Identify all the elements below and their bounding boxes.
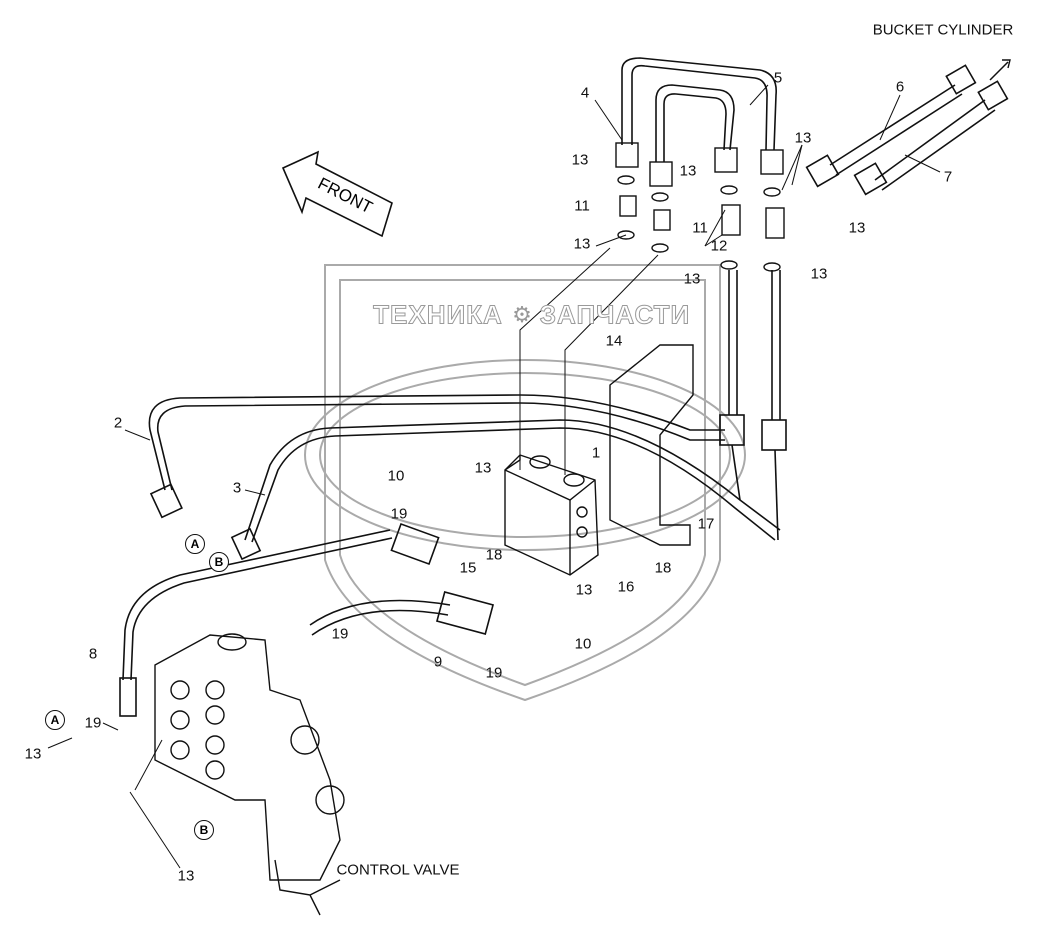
pipe-6-7 — [805, 64, 1009, 196]
pipe-4-5 — [621, 57, 777, 162]
callout: 11 — [574, 197, 590, 215]
callout: 13 — [575, 581, 593, 599]
callout: 19 — [84, 714, 102, 732]
bracket-14 — [609, 344, 694, 546]
callout: 13 — [177, 867, 195, 885]
watermark-right: ЗАПЧАСТИ — [539, 299, 691, 330]
connector-a: A — [45, 710, 65, 730]
callout: 11 — [692, 219, 708, 237]
callout: 13 — [24, 745, 42, 763]
control-valve — [154, 633, 345, 916]
callout: 14 — [605, 332, 623, 350]
callout: 5 — [773, 69, 783, 87]
callout: 19 — [390, 505, 408, 523]
fittings — [615, 142, 785, 272]
callout: 6 — [895, 78, 905, 96]
callout: 7 — [943, 168, 953, 186]
callout: 13 — [810, 265, 828, 283]
callout: 13 — [474, 459, 492, 477]
bucket-cylinder-label: BUCKET CYLINDER — [872, 21, 1014, 39]
callout: 18 — [654, 559, 672, 577]
control-valve-label: CONTROL VALVE — [336, 861, 460, 879]
connector-a: A — [185, 534, 205, 554]
callout: 19 — [485, 664, 503, 682]
callout: 9 — [433, 653, 443, 671]
watermark-shield — [304, 264, 746, 702]
callout: 13 — [679, 162, 697, 180]
callout: 13 — [573, 235, 591, 253]
callout: 10 — [387, 467, 405, 485]
callout: 16 — [617, 578, 635, 596]
hose-8-9 — [119, 522, 495, 717]
callout: 10 — [574, 635, 592, 653]
valve-block-1 — [504, 454, 599, 576]
callout: 12 — [710, 237, 728, 255]
callout: 13 — [571, 151, 589, 169]
leader-lines — [47, 84, 941, 869]
callout: 15 — [459, 559, 477, 577]
gear-icon: ⚙ — [512, 302, 532, 327]
front-arrow — [281, 150, 393, 238]
connector-b: B — [194, 820, 214, 840]
callout: 1 — [591, 444, 601, 462]
callout: 3 — [232, 479, 242, 497]
callout: 18 — [485, 546, 503, 564]
callout: 17 — [697, 515, 715, 533]
callout: 2 — [113, 414, 123, 432]
callout: 13 — [848, 219, 866, 237]
callout: 19 — [331, 625, 349, 643]
watermark-left: ТЕХНИКА — [373, 299, 503, 330]
callout: 13 — [683, 270, 701, 288]
pipe-2-3 — [148, 270, 787, 561]
callout: 8 — [88, 645, 98, 663]
callout: 4 — [580, 84, 590, 102]
connector-b: B — [209, 552, 229, 572]
callout: 13 — [794, 129, 812, 147]
